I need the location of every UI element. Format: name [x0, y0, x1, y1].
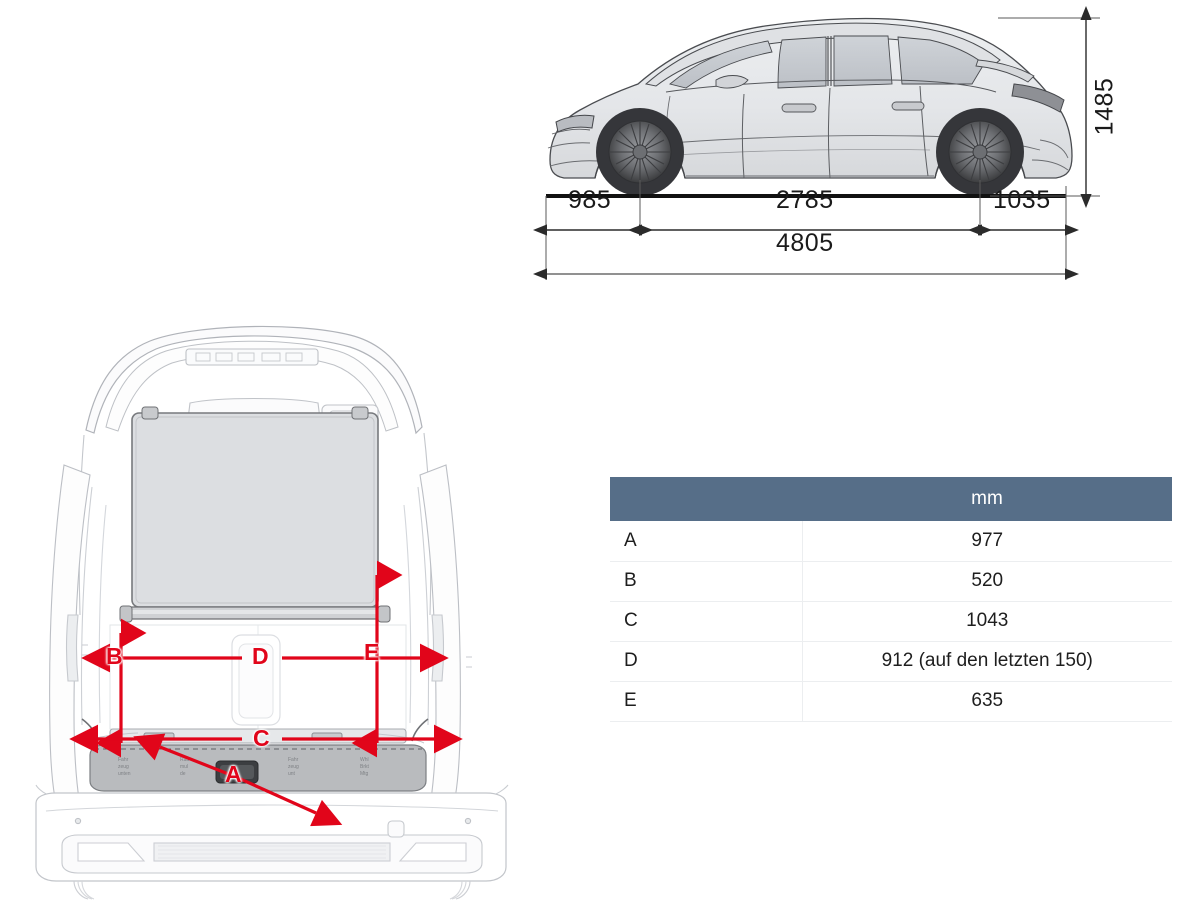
svg-text:Rad: Rad	[180, 757, 189, 763]
svg-text:zeug: zeug	[288, 764, 299, 770]
svg-text:unten: unten	[118, 771, 131, 777]
table-header-unit: mm	[802, 477, 1172, 521]
table-cell-key: C	[610, 601, 803, 642]
rear-seat-back	[109, 624, 407, 730]
table-cell-value: 635	[802, 681, 1172, 722]
table-cell-value: 977	[802, 521, 1172, 562]
side-view-svg	[533, 6, 1100, 280]
svg-text:unt: unt	[288, 771, 296, 777]
rear-dim-label-c: C	[253, 725, 270, 751]
rear-wheel	[936, 108, 1024, 196]
dim-label-wheelbase: 2785	[776, 186, 834, 214]
table-cell-key: A	[610, 521, 803, 562]
rear-dim-label-e: E	[364, 639, 380, 665]
table-cell-key: B	[610, 561, 803, 602]
dim-label-front-overhang: 985	[568, 186, 612, 214]
svg-text:de: de	[180, 771, 186, 777]
rear-dim-label-d: D	[252, 643, 269, 669]
table-row: E 635	[610, 681, 1172, 722]
svg-text:Fahr: Fahr	[288, 757, 299, 763]
dim-line-a-down	[235, 775, 343, 827]
table-cell-value: 520	[802, 561, 1172, 602]
svg-text:zeug: zeug	[118, 764, 129, 770]
dim-line-a-up	[133, 733, 237, 779]
dim-label-rear-overhang: 1035	[993, 186, 1051, 214]
rear-dim-label-a: A	[225, 761, 242, 787]
table-cell-value: 912 (auf den letzten 150)	[802, 641, 1172, 682]
table-cell-key: D	[610, 641, 803, 682]
table-cell-key: E	[610, 681, 803, 722]
svg-text:Whl: Whl	[360, 757, 369, 763]
rear-bumper	[35, 784, 509, 900]
table-row: C 1043	[610, 601, 1172, 642]
dim-label-total-length: 4805	[776, 229, 834, 257]
rear-dim-label-b: B	[106, 643, 123, 669]
table-cell-value: 1043	[802, 601, 1172, 642]
table-row: D 912 (auf den letzten 150)	[610, 641, 1172, 682]
cargo-cover-panel	[119, 406, 391, 623]
table-row: B 520	[610, 561, 1172, 602]
side-view-figure: 985 2785 1035 4805 1485	[520, 0, 1200, 300]
svg-text:Brkt: Brkt	[360, 764, 370, 770]
red-dimension-lines	[69, 560, 463, 827]
dim-label-height: 1485	[1090, 77, 1119, 136]
table-header-row: mm	[610, 477, 1172, 521]
table-body: A 977 B 520 C 1043 D 912 (auf den letzte…	[610, 521, 1172, 722]
svg-text:Mtg: Mtg	[360, 771, 369, 777]
table-header-key	[610, 477, 802, 521]
table-head: mm	[610, 477, 1172, 521]
svg-text:mul: mul	[180, 764, 188, 770]
table-row: A 977	[610, 521, 1172, 562]
svg-text:Fahr: Fahr	[118, 757, 129, 763]
dimension-table: mm A 977 B 520 C 1043 D 912 (auf den let…	[610, 477, 1172, 722]
